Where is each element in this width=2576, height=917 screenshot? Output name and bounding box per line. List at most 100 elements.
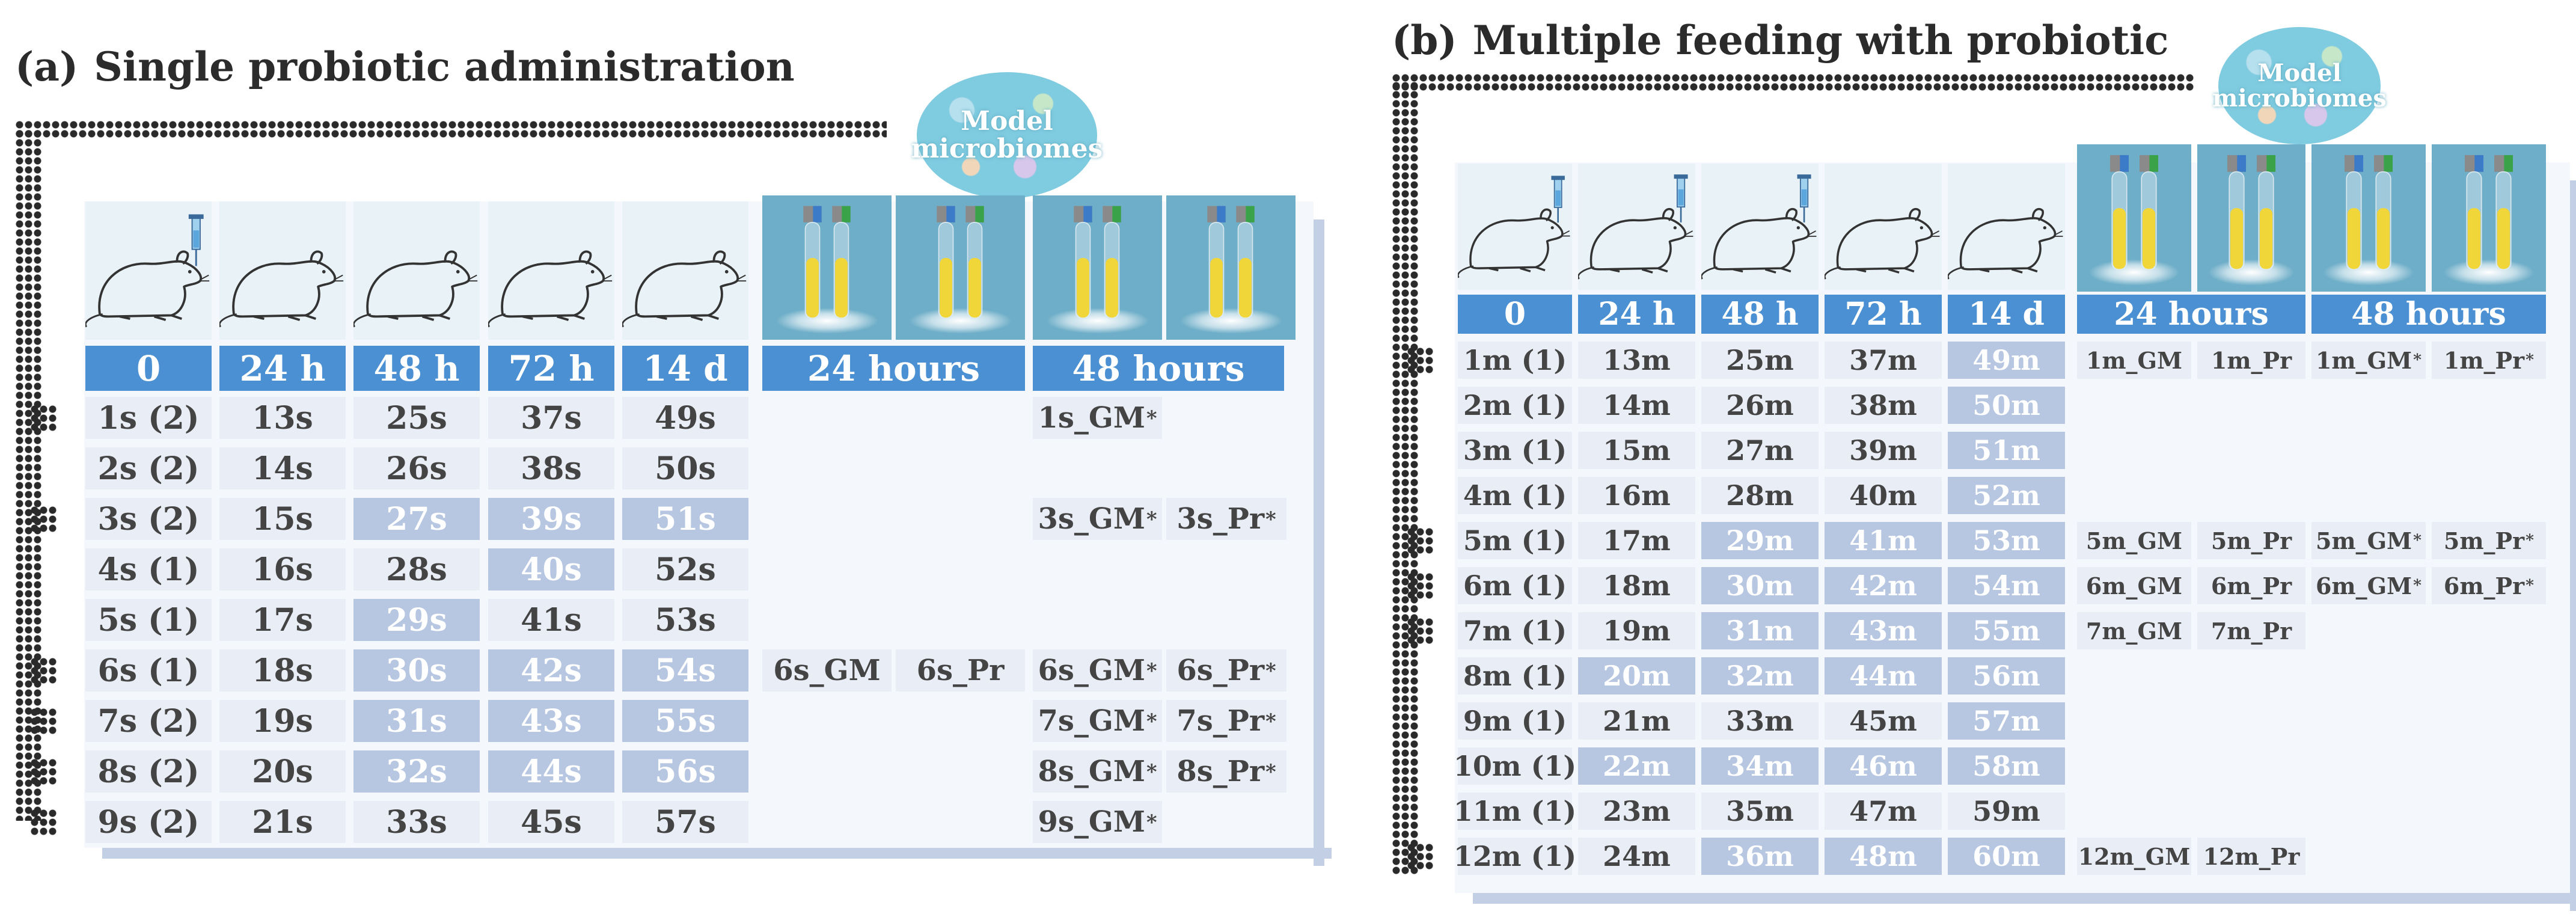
sample-cell: 41m: [1825, 522, 1942, 559]
culture-sample-id: 12m_Pr: [2203, 842, 2300, 870]
culture-sample-id: 5m_GM: [2085, 527, 2183, 554]
sample-id: 54m: [1972, 569, 2040, 602]
sample-cell: 27m: [1701, 432, 1819, 469]
sample-id: 9m (1): [1463, 705, 1567, 737]
sample-id: 30m: [1726, 569, 1794, 602]
sample-id: 7m (1): [1463, 615, 1567, 647]
sample-id: 13s: [252, 399, 313, 437]
sample-id: 5m (1): [1463, 524, 1567, 557]
sample-cell: 51s: [622, 498, 748, 540]
sample-cell: 17m: [1578, 522, 1695, 559]
sample-id: 47m: [1849, 795, 1917, 827]
sample-id: 28s: [386, 551, 447, 588]
sample-cell: 51m: [1948, 432, 2065, 469]
culture-sample-id: 7m_Pr: [2210, 617, 2292, 645]
test-tube-icon: [2344, 155, 2393, 271]
sample-id: 50m: [1972, 389, 2040, 422]
sample-id: 16s: [252, 551, 313, 588]
sample-cell: 31m: [1701, 612, 1819, 649]
panel-b-title: (b)Multiple feeding with probiotic: [1392, 17, 2168, 64]
sample-cell: 2s (2): [85, 447, 212, 489]
panel-a-title: (a)Single probiotic administration: [15, 43, 795, 90]
culture-sample-cell: 3s_Pr*: [1166, 498, 1286, 540]
sample-id: 42s: [521, 652, 582, 689]
sample-id: 41s: [521, 601, 582, 639]
sample-id: 24m: [1603, 840, 1671, 873]
sample-id: 55s: [655, 702, 716, 740]
panel-b: (b)Multiple feeding with probiotic Model…: [1383, 0, 2576, 917]
culture-sample-id: 7s_GM: [1038, 704, 1145, 738]
sample-id: 10m (1): [1453, 750, 1577, 782]
rat-image: [488, 201, 614, 340]
sample-id: 19m: [1603, 615, 1671, 647]
sample-id: 18s: [252, 652, 313, 689]
sample-cell: 39m: [1825, 432, 1942, 469]
sample-id: 41m: [1849, 524, 1917, 557]
sample-cell: 12m (1): [1454, 838, 1576, 875]
tube-glow: [2443, 259, 2535, 286]
rat-icon: [1948, 207, 2063, 280]
sample-id: 38s: [521, 450, 582, 487]
sample-id: 25s: [386, 399, 447, 437]
column-header: 0: [1458, 295, 1572, 334]
sample-id: 15m: [1603, 434, 1671, 467]
dotted-row-marker: [1407, 346, 1434, 374]
dotted-row-marker: [30, 404, 57, 432]
sample-cell: 19m: [1578, 612, 1695, 649]
sample-cell: 15m: [1578, 432, 1695, 469]
sample-id: 32m: [1726, 660, 1794, 692]
sample-cell: 14s: [219, 447, 346, 489]
slab-shadow: [1473, 893, 2576, 904]
culture-sample-cell: 7m_Pr: [2197, 612, 2305, 649]
column-header: 24 hours: [2077, 295, 2305, 334]
tube-glow: [1045, 308, 1149, 334]
rat-icon: [1578, 174, 1693, 280]
sample-cell: 30s: [353, 649, 480, 692]
culture-sample-cell: 9s_GM*: [1033, 801, 1162, 843]
dotted-connector-top: [15, 120, 887, 138]
bubble-text: Model: [2257, 58, 2342, 87]
tube-glow: [2323, 259, 2414, 286]
slab-shadow: [102, 848, 1332, 859]
culture-sample-cell: 7s_GM*: [1033, 700, 1162, 742]
dotted-row-marker: [30, 808, 57, 836]
sample-id: 54s: [655, 652, 716, 689]
sample-cell: 13s: [219, 397, 346, 439]
culture-sample-id: 6s_Pr: [1176, 654, 1265, 687]
sample-id: 50s: [655, 450, 716, 487]
sample-cell: 7m (1): [1458, 612, 1572, 649]
slab-shadow: [1314, 219, 1324, 866]
sample-id: 4s (1): [97, 551, 200, 588]
rat-icon: [1701, 174, 1817, 280]
sample-id: 26m: [1726, 389, 1794, 422]
sample-id: 49s: [655, 399, 716, 437]
sample-id: 26s: [386, 450, 447, 487]
sample-cell: 42m: [1825, 567, 1942, 604]
sample-cell: 17s: [219, 599, 346, 641]
sample-cell: 20s: [219, 750, 346, 793]
sample-cell: 50m: [1948, 387, 2065, 424]
sample-id: 6s (1): [97, 652, 200, 689]
culture-sample-id: 3s_Pr: [1176, 502, 1265, 536]
sample-cell: 19s: [219, 700, 346, 742]
rat-image: [1578, 164, 1695, 290]
column-header: 24 h: [1578, 295, 1695, 334]
sample-cell: 58m: [1948, 747, 2065, 785]
sample-cell: 18s: [219, 649, 346, 692]
sample-cell: 45s: [488, 801, 614, 843]
rat-icon: [1825, 207, 1940, 280]
culture-sample-id: 5m_Pr: [2210, 527, 2292, 554]
sample-id: 5s (1): [97, 601, 200, 639]
sample-cell: 35m: [1701, 793, 1819, 830]
sample-cell: 53m: [1948, 522, 2065, 559]
sample-id: 56s: [655, 753, 716, 790]
sample-cell: 14m: [1578, 387, 1695, 424]
sample-cell: 7s (2): [85, 700, 212, 742]
sample-cell: 45m: [1825, 702, 1942, 740]
sample-id: 35m: [1726, 795, 1794, 827]
sample-cell: 29s: [353, 599, 480, 641]
sample-id: 33m: [1726, 705, 1794, 737]
rat-icon: [1458, 176, 1570, 278]
sample-cell: 52s: [622, 548, 748, 590]
culture-sample-id: 6s_GM: [773, 654, 881, 687]
